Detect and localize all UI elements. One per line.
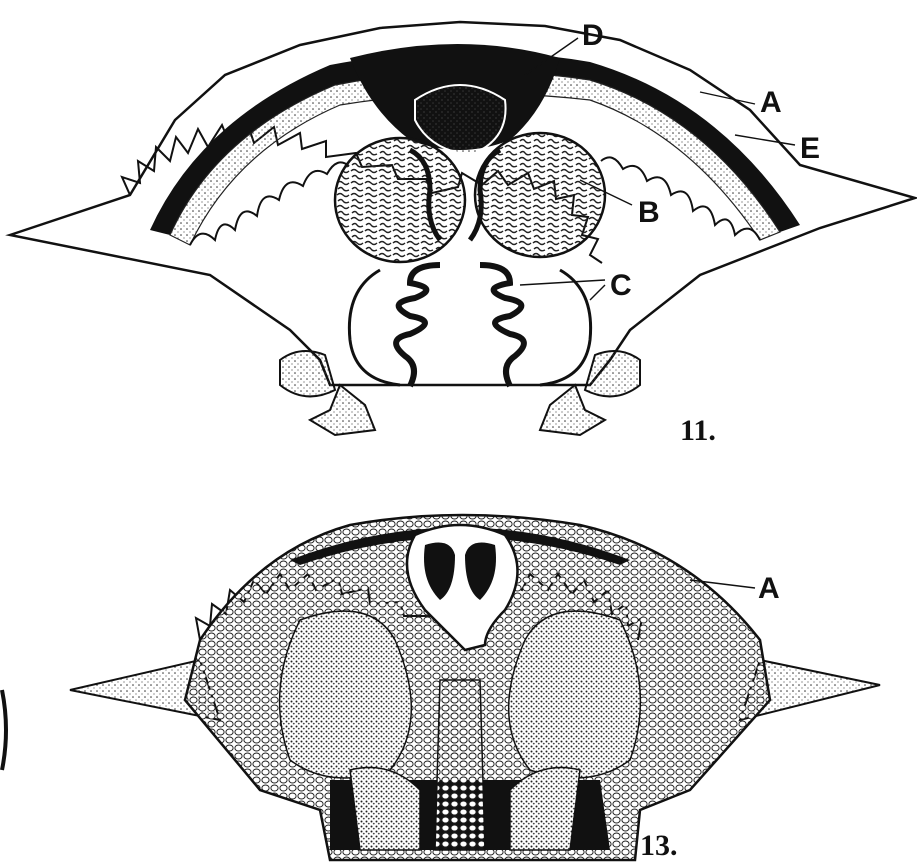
organ-right — [509, 611, 641, 778]
organ-left — [280, 611, 412, 778]
central-column — [435, 680, 485, 850]
label-b: B — [638, 196, 660, 229]
label-d: D — [582, 19, 604, 52]
figure-number-11: 11. — [680, 414, 716, 447]
figure-number-13: 13. — [640, 829, 678, 862]
label-a: A — [760, 86, 782, 119]
margin-mark — [2, 690, 6, 770]
label-a-13: A — [758, 572, 780, 605]
figure-13: A 13. — [70, 515, 880, 862]
label-c: C — [610, 269, 632, 302]
gonad-left — [335, 138, 465, 262]
label-e: E — [800, 132, 820, 165]
figure-11: D A E B C 11. — [10, 19, 915, 447]
coxa-right — [585, 351, 640, 396]
coxa-left — [280, 351, 335, 396]
